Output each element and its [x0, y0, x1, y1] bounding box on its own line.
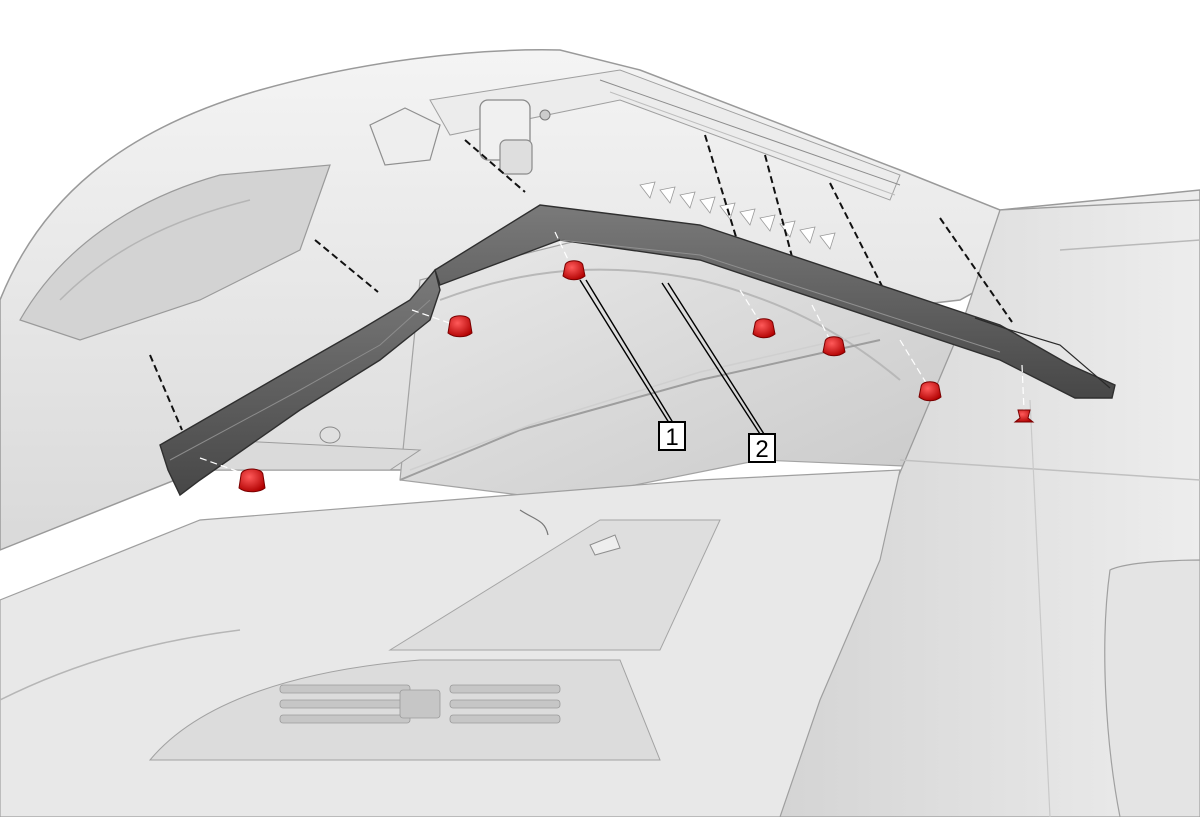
clip — [752, 318, 776, 339]
clip — [562, 260, 586, 281]
callout-1-label: 1 — [665, 424, 678, 451]
callout-leaders — [579, 279, 765, 435]
cargo-floor-area — [0, 469, 901, 817]
clip — [822, 336, 846, 357]
liftgate-trim-panel — [159, 204, 1116, 497]
clip — [447, 315, 473, 338]
clip — [238, 468, 266, 493]
retaining-clips — [238, 260, 1035, 493]
clip — [918, 381, 942, 402]
callout-2-label: 2 — [755, 436, 768, 463]
d-pillar-panel — [779, 199, 1200, 817]
callout-2: 2 — [748, 433, 776, 463]
installation-lines — [149, 134, 1013, 431]
callout-1: 1 — [658, 421, 686, 451]
clip — [1013, 409, 1035, 423]
